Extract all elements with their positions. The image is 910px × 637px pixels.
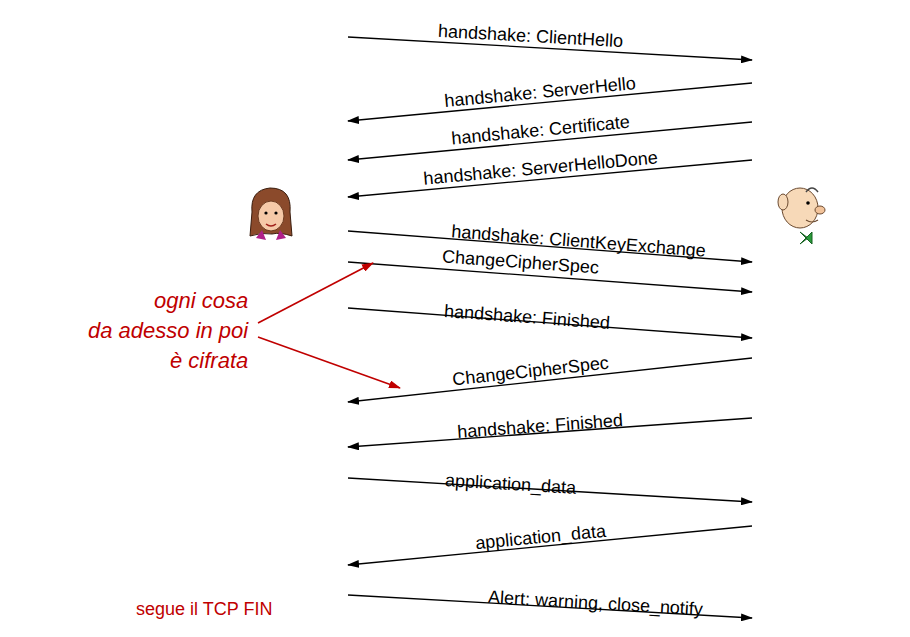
- message-label: handshake: ServerHelloDone: [422, 148, 658, 187]
- footer-note: segue il TCP FIN: [136, 599, 272, 620]
- message-label: handshake: Finished: [457, 411, 624, 441]
- callout-arrows: [258, 263, 400, 388]
- message-arrows: [348, 37, 752, 618]
- message-label: Alert: warning, close_notify: [487, 588, 703, 618]
- message-label: handshake: ServerHello: [444, 74, 637, 110]
- alice-figure: [250, 188, 292, 240]
- message-label: handshake: ClientHello: [437, 22, 623, 50]
- callout-note: ogni cosa da adesso in poi è cifrata: [88, 286, 248, 376]
- message-label: ChangeCipherSpec: [441, 247, 599, 276]
- message-label: handshake: Finished: [444, 302, 611, 332]
- message-label: ChangeCipherSpec: [451, 354, 609, 389]
- message-label: application_data: [474, 522, 606, 552]
- message-label: application_data: [444, 471, 576, 497]
- bob-figure: [778, 188, 825, 244]
